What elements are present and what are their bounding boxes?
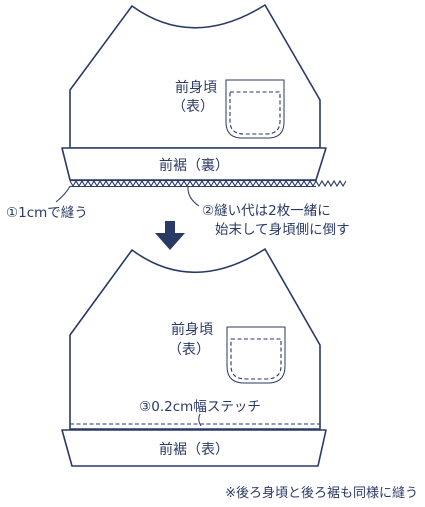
step1-sew-note: ①1cmで縫う xyxy=(6,205,88,221)
step1-pocket-stitch xyxy=(229,91,281,135)
step2-figure: 前身頃 （表） ③0.2cm幅ステッチ 前裾（表） xyxy=(61,248,327,467)
step2-hem-label: 前裾（表） xyxy=(159,441,229,458)
step1-overlock-zigzag xyxy=(69,179,347,188)
step1-front-bodice xyxy=(69,4,321,149)
step1-pocket xyxy=(225,79,285,139)
step2-stitch-leader xyxy=(198,413,202,427)
step1-seam-allowance xyxy=(69,179,347,188)
down-arrow-icon xyxy=(155,221,185,250)
step2-front-bodice xyxy=(69,248,321,430)
step1-bodice-sublabel: （表） xyxy=(172,99,214,115)
step1-hem-label: 前裾（裏） xyxy=(159,157,229,174)
step2-bodice-label: 前身頃 xyxy=(171,321,213,338)
step2-bodice-sublabel: （表） xyxy=(168,342,210,358)
step1-bodice-label: 前身頃 xyxy=(175,79,217,96)
step1-figure: 前身頃 （表） 前裾（裏） ①1cmで縫う ②縫い代は2枚一緒に 始末して身頃側… xyxy=(6,4,350,238)
step1-seam-leader xyxy=(187,185,200,207)
step2-pocket-stitch xyxy=(230,338,282,380)
step2-hem-band xyxy=(61,429,327,467)
step1-seam-note-line2: 始末して身頃側に倒す xyxy=(215,222,350,238)
step1-seam-note-line1: ②縫い代は2枚一緒に xyxy=(202,203,331,219)
step1-sew-leader xyxy=(55,185,71,203)
step2-stitch-note: ③0.2cm幅ステッチ xyxy=(139,399,261,415)
footer-note: ※後ろ身頃と後ろ裾も同様に縫う xyxy=(225,485,418,501)
step2-pocket xyxy=(226,326,286,384)
